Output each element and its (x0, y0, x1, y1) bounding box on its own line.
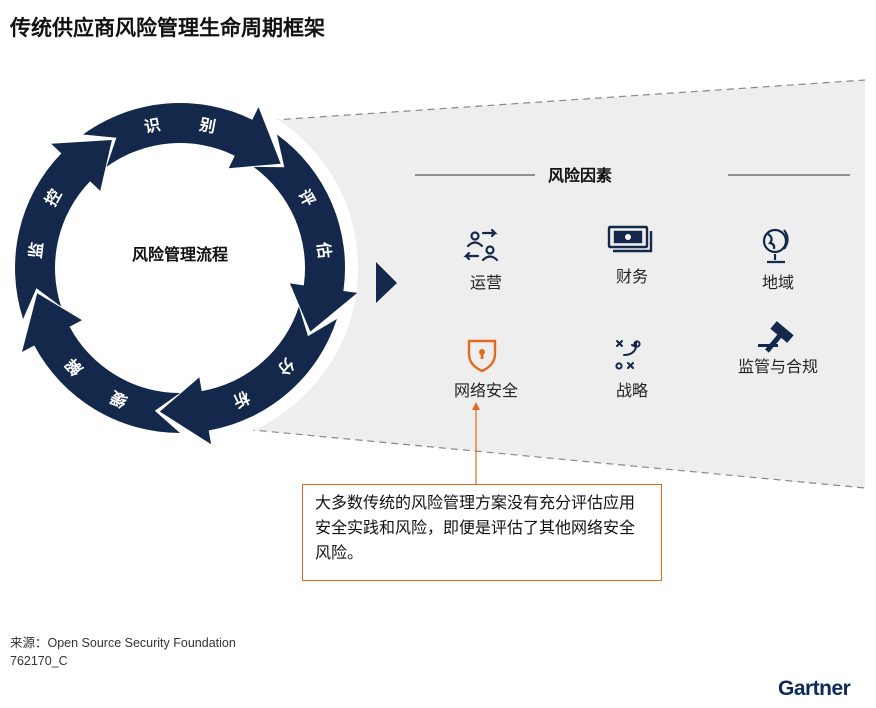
panel-bottom-edge (199, 424, 866, 489)
gartner-logo: Gartner (778, 677, 851, 700)
cycle-arrow-monitor (15, 140, 112, 319)
panel-top-edge (199, 79, 866, 126)
cycle-arrows (15, 103, 358, 445)
pointer-arrow (376, 262, 397, 303)
cycle-arrow-identify (83, 103, 281, 169)
factor-label: 运营 (470, 273, 502, 292)
cycle-step-char: 识 (143, 115, 162, 137)
page-title: 传统供应商风险管理生命周期框架 (10, 15, 325, 40)
cycle-arrow-assess (253, 134, 358, 332)
cycle-step-char: 估 (313, 240, 334, 259)
shield-lock-icon (467, 339, 497, 373)
cycle-step-char: 别 (197, 115, 217, 137)
callout-box: 大多数传统的风险管理方案没有充分评估应用安全实践和风险，即便是评估了其他网络安全… (302, 484, 662, 581)
operations-icon (463, 228, 499, 262)
gavel-icon (758, 321, 794, 353)
callout-connector-tip (472, 402, 480, 410)
cycle-center-label: 风险管理流程 (132, 245, 228, 264)
source-note: 来源：Open Source Security Foundation (10, 636, 236, 650)
money-icon (607, 225, 653, 253)
factor-label: 地域 (762, 273, 794, 292)
factor-label: 网络安全 (454, 381, 518, 400)
cycle-arrow-mitigate (22, 293, 180, 434)
risk-factor-panel (200, 80, 865, 488)
strategy-icon (615, 340, 641, 370)
factor-label: 战略 (616, 381, 648, 400)
figure-code: 762170_C (10, 654, 68, 668)
factor-label: 监管与合规 (738, 357, 818, 376)
cycle-step-char: 析 (230, 387, 253, 411)
cycle-step-char: 监 (26, 241, 47, 259)
globe-icon (762, 228, 789, 264)
cycle-arrow-analyze (159, 306, 337, 445)
factor-label: 财务 (616, 267, 648, 286)
factors-heading: 风险因素 (548, 166, 612, 185)
